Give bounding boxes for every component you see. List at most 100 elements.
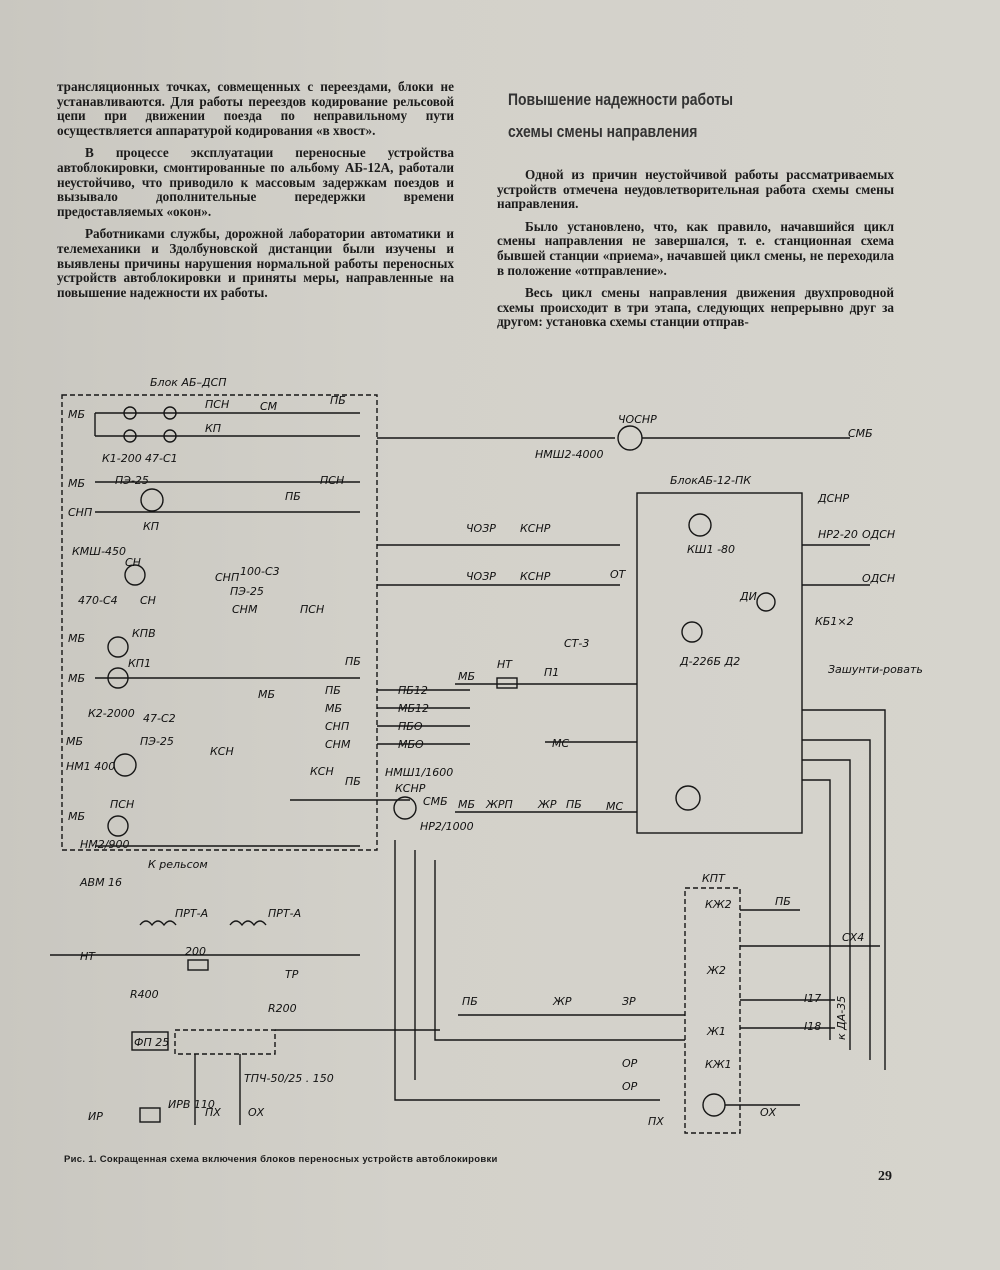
figure-caption: Рис. 1. Сокращенная схема включения блок… [64,1154,498,1165]
label-d226b: Д-226Б Д2 [679,655,740,668]
label-ox-2: ОХ [760,1106,777,1119]
label-c100-c3: 100-С3 [240,565,280,578]
lamp-3 [163,429,177,443]
relay-psn [107,815,129,837]
label-zh2: Ж2 [706,964,726,977]
label-kzh2: КЖ2 [705,898,732,911]
wire-bundle-3 [802,759,851,1050]
label-psn-3: ПСН [300,603,324,616]
label-chozr: ЧОЗР [466,522,496,535]
label-st3: СТ-3 [564,637,589,650]
label-mb12: МБ12 [398,702,429,715]
right-paragraph-1: Одной из причин неустойчивой работы расс… [497,167,894,212]
relay-ksnr [393,796,417,820]
label-mb-2: МБ [68,477,85,490]
relay-kpv [107,636,129,658]
label-psn-2: ПСН [320,474,344,487]
page-number: 29 [878,1169,892,1184]
right-paragraph-3: Весь цикл смены направления движения дву… [497,285,894,330]
label-c470-c4: 470-С4 [78,594,118,607]
label-ksn-1: КСН [210,745,234,758]
label-kb1x2: КБ1×2 [815,615,854,628]
label-abm16: АВМ 16 [79,876,122,889]
left-paragraph-3: Работниками службы, дорожной лаборатории… [57,226,454,300]
wire-bundle-7 [434,860,685,1041]
wire-bundle-1 [802,709,886,1070]
label-pb12: ПБ12 [398,684,428,697]
label-r400: R400 [130,988,159,1001]
label-snp: СНП [68,506,92,519]
block-ab12pk-frame [636,492,803,834]
label-snp-2: СНП [215,571,239,584]
label-di: ДИ [739,590,757,603]
label-sm: СМ [260,400,278,413]
label-chosnr: ЧОСНР [618,413,657,426]
resistor-nt [496,677,518,689]
label-zr: ЗР [622,995,636,1008]
label-c47-c1: 47-С1 [145,452,178,465]
transformer-coil-1 [139,920,177,927]
label-ms-2: МС [606,800,623,813]
wire-bundle-4 [802,779,831,1040]
label-pb-6: ПБ [775,895,791,908]
wire-bundle-5 [394,840,660,1101]
block-kpt-frame [684,887,741,1134]
label-c200: 200 [185,945,206,958]
label-ms-1: МС [552,737,569,750]
resistor-200 [187,959,209,971]
label-tr: ТР [285,968,299,981]
right-text-column: Одной из причин неустойчивой работы расс… [497,167,894,338]
label-odsn: ОДСН [862,528,895,541]
label-kpt: КПТ [702,872,726,885]
label-pb-3: ПБ [345,655,361,668]
label-pbo: ПБО [398,720,423,733]
lamp-p [123,406,137,420]
relay-l [681,621,703,643]
label-ksn-2: КСН [310,765,334,778]
label-tpch: ТПЧ-50/25 . 150 [244,1072,334,1085]
label-nt-2: НТ [80,950,96,963]
motor-m [675,785,701,811]
label-block-ab-dsp: Блок АБ–ДСП [150,376,227,389]
label-nmsh2-4000: НМШ2-4000 [535,448,604,461]
label-zhr-1: ЖР [537,798,557,811]
label-pb-7: ПБ [462,995,478,1008]
left-paragraph-2: В процессе эксплуатации переносные устро… [57,145,454,219]
label-prt-a-2: ПРТ-А [268,907,301,920]
label-ksnr-3: КСНР [395,782,426,795]
label-ot: ОТ [610,568,627,581]
label-k1-200: К1-200 [102,452,142,465]
left-text-column: трансляционных точках, совмещенных с пер… [57,79,454,308]
relay-sn [124,564,146,586]
label-nm1-400: НМ1 400 [66,760,115,773]
label-sn-1: СН [125,556,141,569]
label-i17: I17 [804,992,821,1005]
label-ksh1-80: КШ1 -80 [687,543,735,556]
relay-ksh1 [688,513,712,537]
right-paragraph-2: Было установлено, что, как правило, нача… [497,218,894,278]
label-prt-a: ПРТ-А [175,907,208,920]
label-k2-2000: К2-2000 [88,707,135,720]
label-nm2-900: НМ2/900 [80,838,129,851]
label-kpv: КПВ [132,627,156,640]
diode-ir [139,1107,161,1123]
left-paragraph-1: трансляционных точках, совмещенных с пер… [57,79,454,138]
filter-fp25 [131,1031,169,1051]
label-psn-1: ПСН [205,398,229,411]
label-kp-2: КП [143,520,159,533]
label-pb-out: ПБ [325,684,341,697]
label-odsn-2: ОДСН [862,572,895,585]
label-pe25-2: ПЭ-25 [230,585,264,598]
label-r200: R200 [268,1002,297,1015]
label-k-da35: к ДА-35 [835,996,848,1040]
label-fp25: ФП 25 [134,1036,169,1049]
label-mbo: МБО [398,738,424,751]
label-or-1: ОР [622,1057,638,1070]
label-kp-1: КП [205,422,221,435]
label-psn-4: ПСН [110,798,134,811]
label-to-rails: К рельсом [148,858,208,871]
label-irv: ИРВ 110 [168,1098,215,1111]
label-nr2-20: НР2-20 [818,528,858,541]
label-ir: ИР [88,1110,103,1123]
